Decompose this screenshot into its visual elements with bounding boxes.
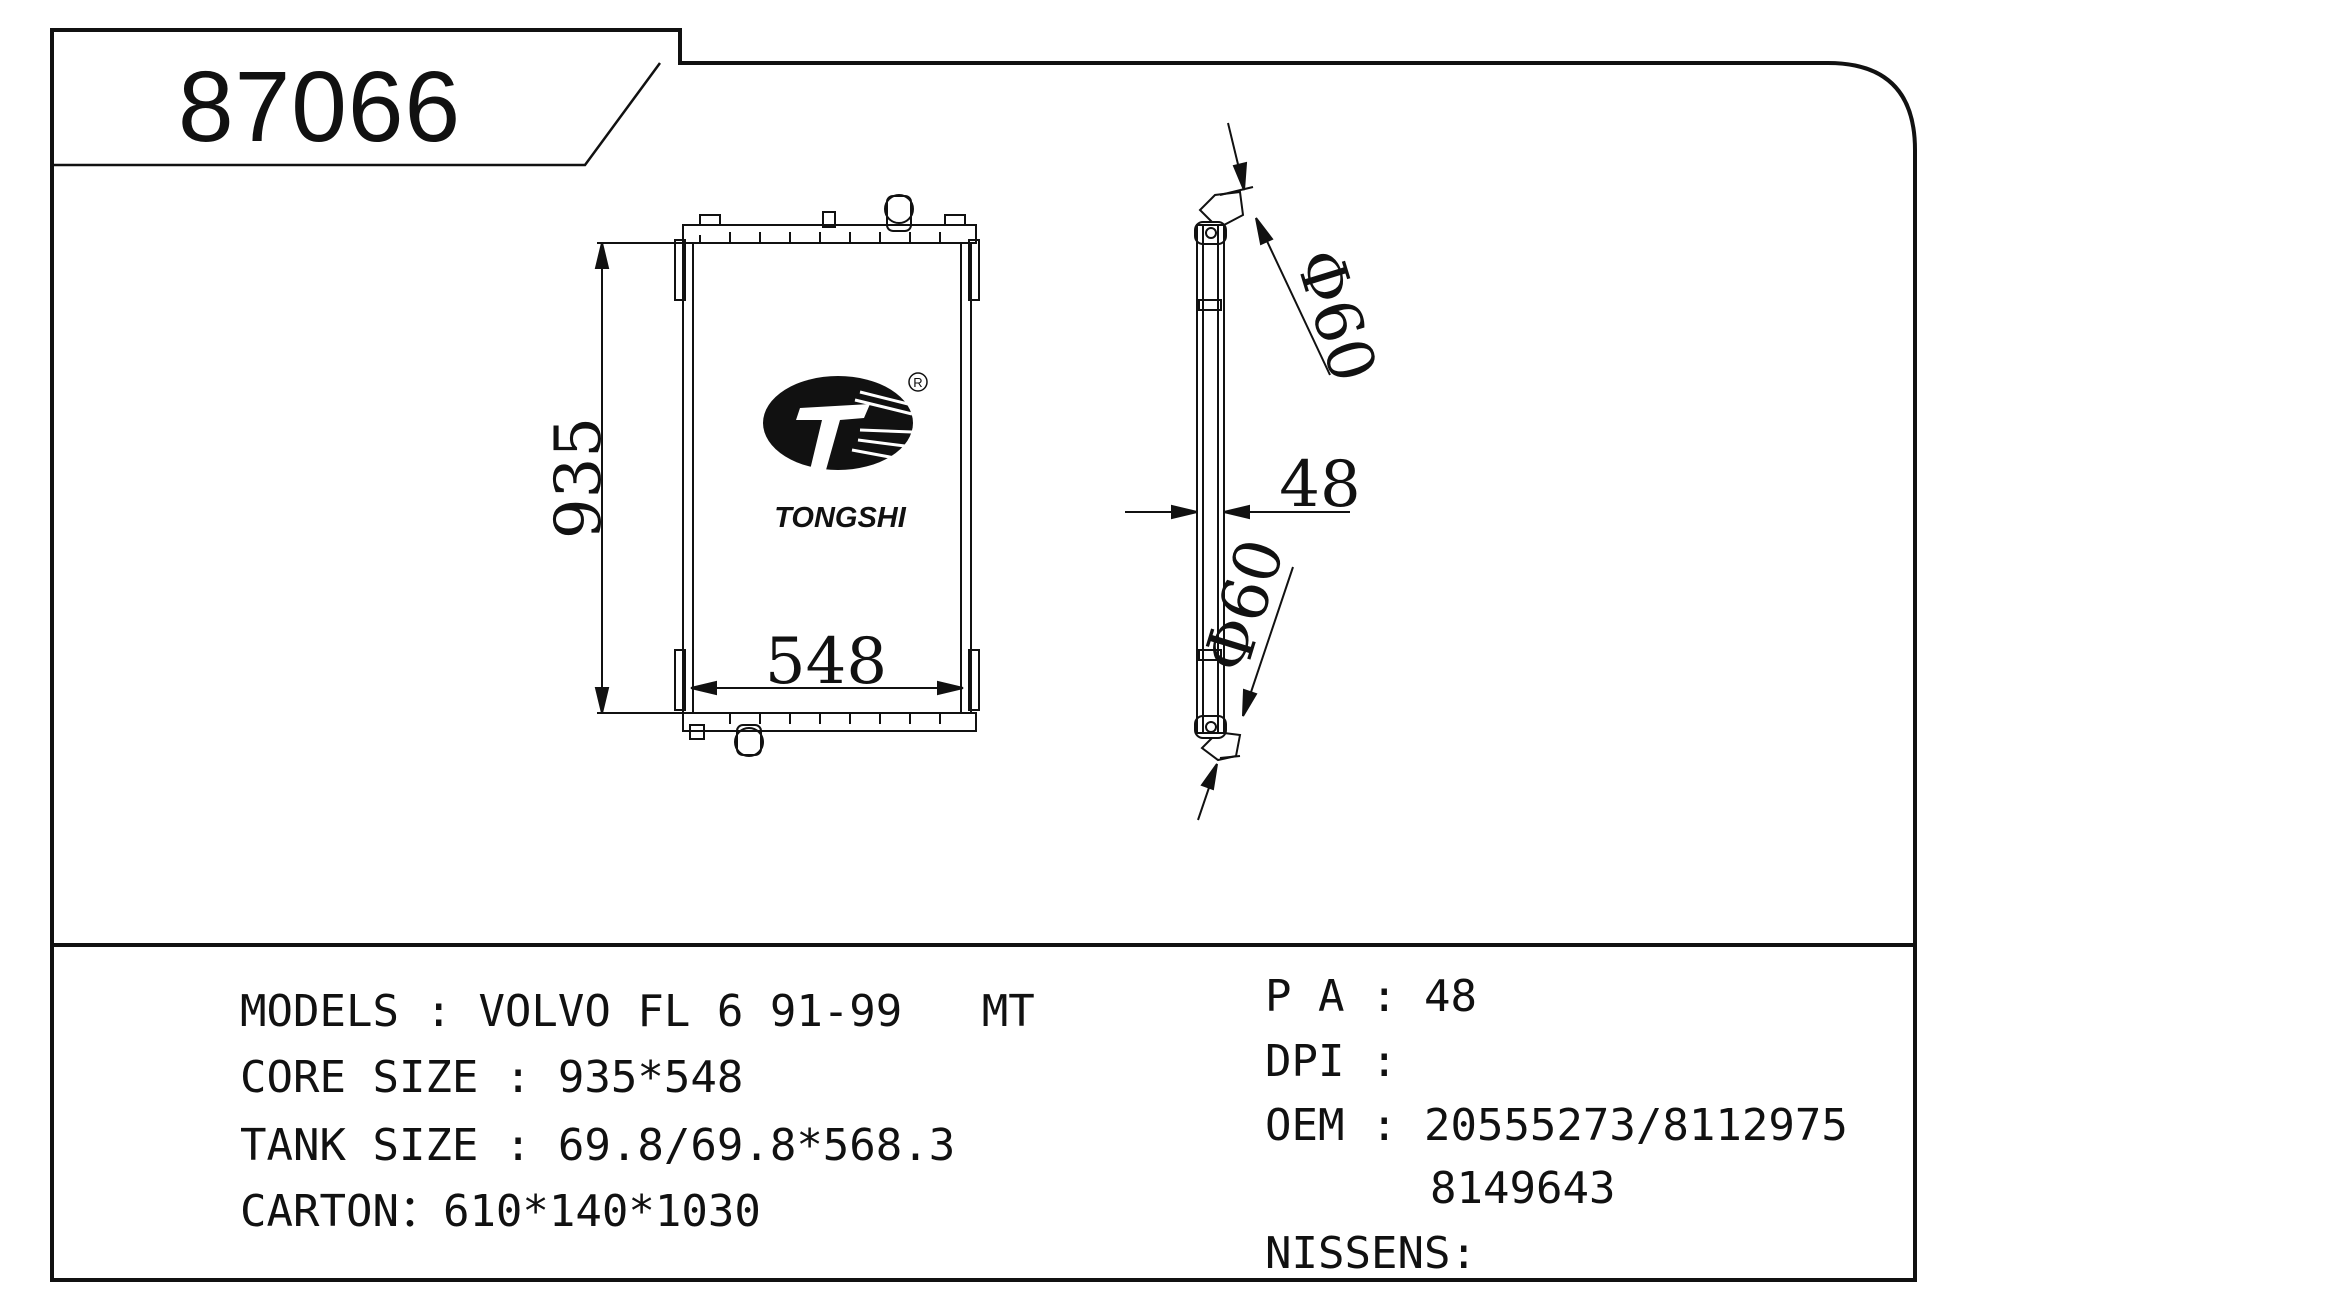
part-number: 87066: [178, 51, 462, 163]
inlet-diameter-leader: [1219, 122, 1331, 376]
models-label: MODELS: [240, 986, 399, 1037]
oem-value-2: 8149643: [1430, 1163, 1616, 1214]
nissens-row: NISSENS:: [1265, 1228, 1477, 1279]
radiator-side-view: [1194, 190, 1245, 762]
inlet-diameter-label: Φ60: [1280, 241, 1390, 391]
carton-label: CARTON: [240, 1186, 399, 1237]
models-value: VOLVO FL 6 91-99 MT: [478, 986, 1035, 1037]
brand-name: TONGSHI: [774, 502, 907, 534]
dpi-label: DPI: [1265, 1036, 1345, 1087]
oem-label: OEM: [1265, 1100, 1345, 1151]
nissens-label: NISSENS: [1265, 1228, 1451, 1279]
pa-row: P A : 48: [1265, 971, 1477, 1022]
oem-value-1: 20555273/8112975: [1423, 1100, 1848, 1151]
tank-size-label: TANK SIZE: [240, 1120, 479, 1171]
outlet-diameter-label: Φ60: [1190, 531, 1300, 681]
outlet-diameter-leader: [1197, 566, 1294, 821]
dpi-row: DPI :: [1265, 1036, 1424, 1087]
registered-mark: R: [913, 375, 922, 390]
width-dimension: [690, 680, 964, 696]
registered-mark-icon: [908, 372, 928, 392]
carton-value: 610*140*1030: [442, 1186, 761, 1237]
tongshi-logo: R TONGSHI: [763, 372, 928, 534]
core-size-row: CORE SIZE : 935*548: [240, 1052, 744, 1103]
sheet-frame: [50, 28, 1917, 1282]
core-width-label: 548: [765, 625, 887, 699]
core-size-label: CORE SIZE: [240, 1052, 479, 1103]
models-row: MODELS : VOLVO FL 6 91-99 MT: [240, 986, 1035, 1037]
title-tab: [52, 62, 662, 167]
core-height-label: 935: [542, 417, 616, 539]
pa-label: P A: [1265, 971, 1345, 1022]
pa-value: 48: [1423, 971, 1477, 1022]
tank-size-value: 69.8/69.8*568.3: [557, 1120, 956, 1171]
height-dimension: [594, 242, 683, 714]
thickness-label: 48: [1279, 448, 1360, 522]
radiator-front-view: [674, 194, 980, 757]
tank-size-row: TANK SIZE : 69.8/69.8*568.3: [240, 1120, 956, 1171]
core-size-value: 935*548: [557, 1052, 744, 1103]
thickness-dimension: [1125, 504, 1350, 520]
carton-row: CARTON：610*140*1030: [240, 1186, 761, 1237]
oem-row: OEM : 20555273/8112975: [1265, 1100, 1848, 1151]
